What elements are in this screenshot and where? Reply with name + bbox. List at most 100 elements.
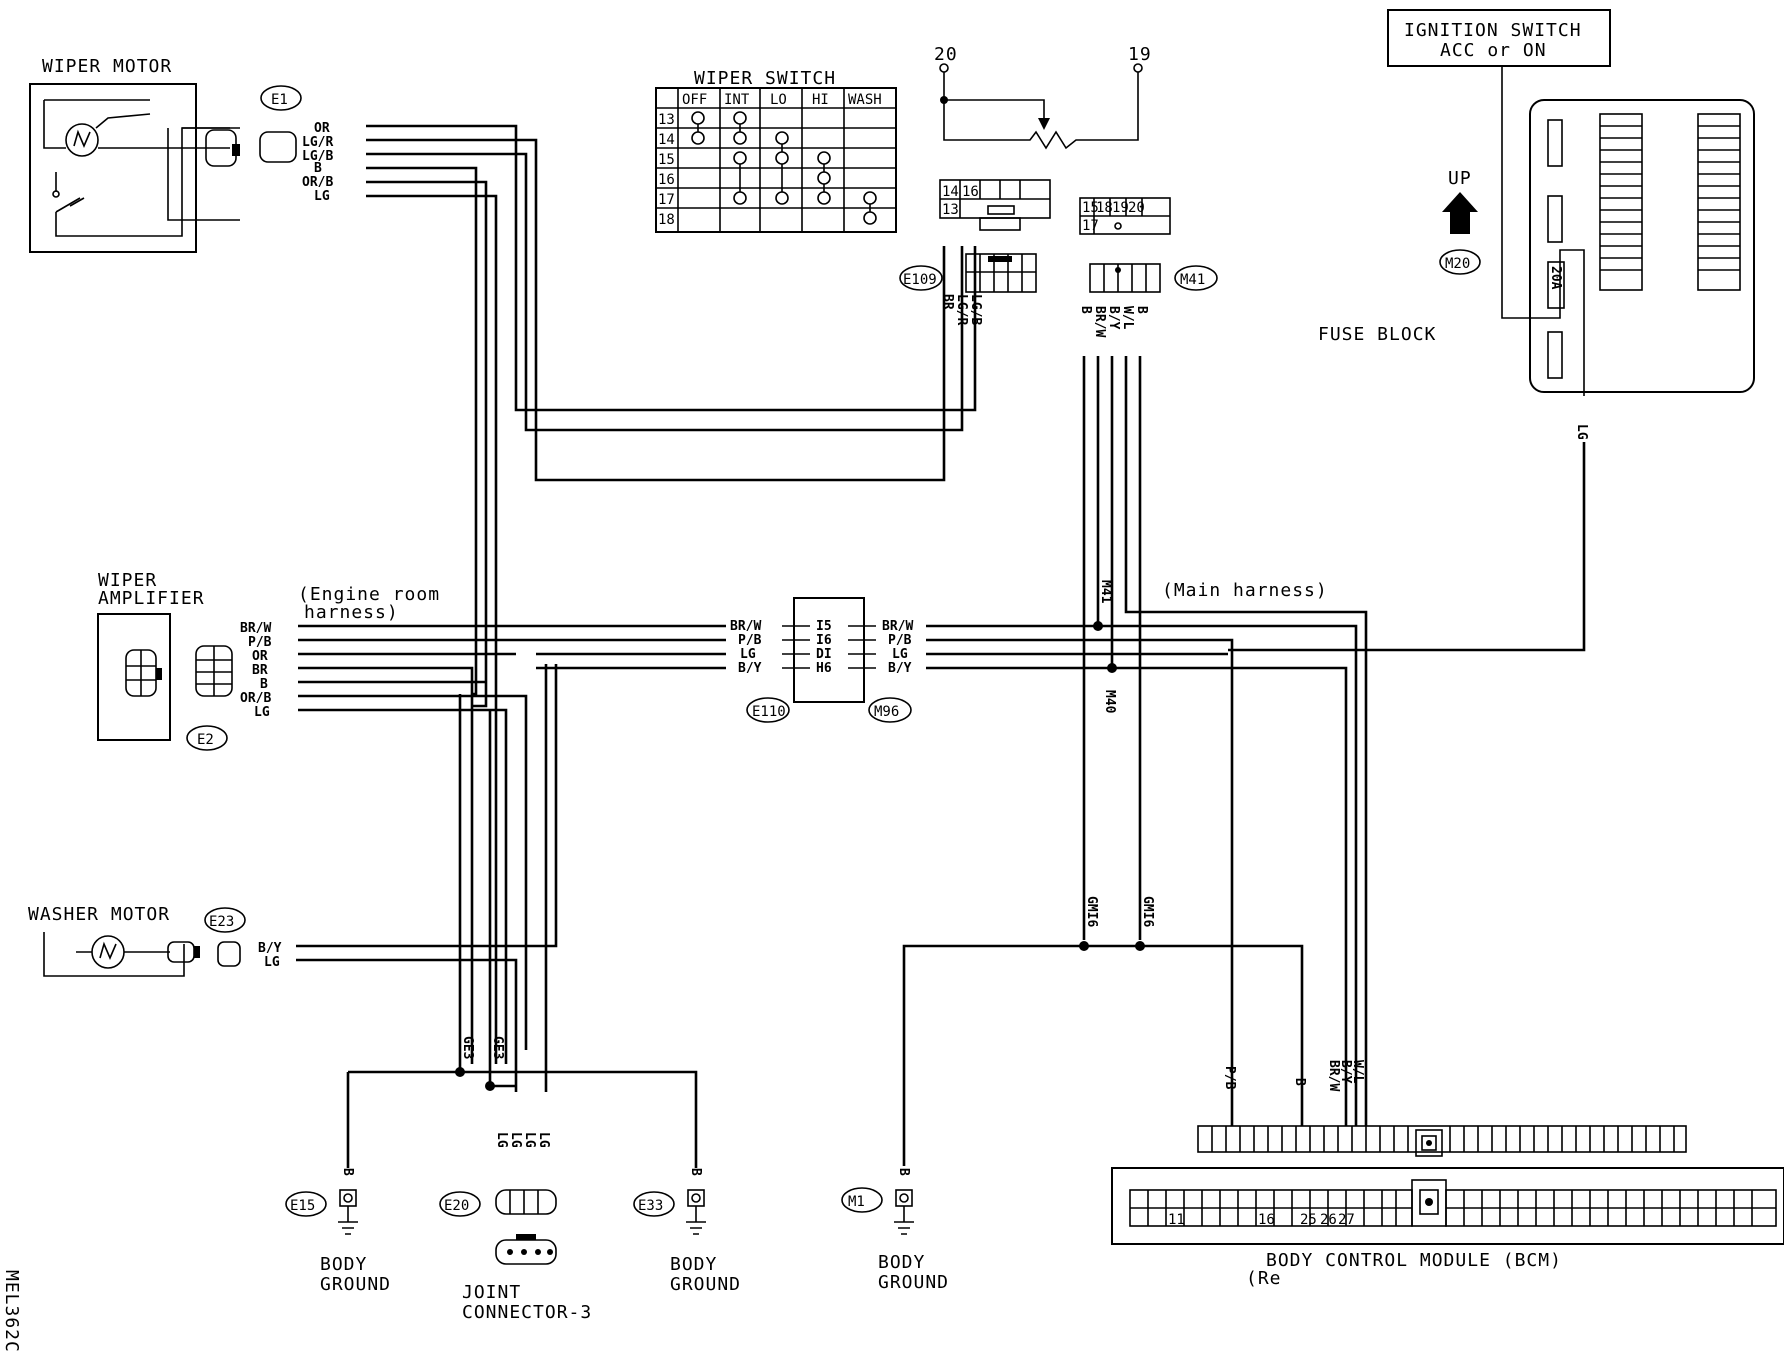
e1-connector: E1 OR LG/R LG/B B OR/B LG: [259, 85, 333, 204]
e110-pin-di: DI: [816, 647, 832, 662]
e2-wire-br: BR: [252, 663, 268, 678]
washer-motor-label: WASHER MOTOR: [28, 904, 170, 925]
m96-wire-lg: LG: [892, 647, 908, 662]
e109-wire-br: BR: [940, 294, 955, 310]
splice-ge3a: GE3: [460, 1036, 475, 1059]
e2-wire-orb: OR/B: [240, 691, 271, 706]
bcm-pin-16: 16: [1258, 1212, 1275, 1228]
wiper-switch-label: WIPER SWITCH: [694, 68, 836, 89]
joint-wire-2: LG: [508, 1132, 523, 1148]
wiper-motor: WIPER MOTOR: [29, 56, 240, 253]
engine-room-label-1: (Engine room: [298, 584, 440, 605]
bcm-pin-25: 25: [1300, 1212, 1317, 1228]
joint-label-2: CONNECTOR-3: [462, 1302, 592, 1323]
fuse-block: 20A FUSE BLOCK: [1318, 99, 1755, 393]
wiper-switch: WIPER SWITCH OFF INT LO HI WASH 13 14 15…: [655, 68, 897, 233]
e33-ground-2: GROUND: [670, 1274, 741, 1295]
e23-wire-by: B/Y: [258, 941, 282, 956]
joint-connector: LG LG LG LG E20 JOINT CONNECTOR-3: [439, 1132, 592, 1323]
up-indicator: UP M20: [1439, 168, 1481, 275]
e110-wire-brw: BR/W: [730, 619, 761, 634]
splice-gm16b: GMI6: [1140, 896, 1155, 927]
m41-wire-b2: B: [1134, 306, 1149, 314]
e110-wire-lg: LG: [740, 647, 756, 662]
body-ground-m1: B M1 BODY GROUND: [841, 1168, 949, 1293]
sw-col-lo: LO: [770, 92, 787, 108]
m41-wire-brw: BR/W: [1092, 306, 1107, 337]
e15-wire-b: B: [340, 1168, 355, 1176]
e110-wire-pb: P/B: [738, 633, 762, 648]
fuse-block-label: FUSE BLOCK: [1318, 324, 1436, 345]
body-ground-e33: B E33 BODY GROUND: [633, 1168, 741, 1295]
up-label: UP: [1448, 168, 1472, 189]
bcm-pin-26: 26: [1320, 1212, 1337, 1228]
sw-row-16: 16: [658, 172, 675, 188]
e15-ground-2: GROUND: [320, 1274, 391, 1295]
splice-ge3b: GE3: [490, 1036, 505, 1059]
e2-wire-b: B: [260, 677, 268, 692]
bcm-pin-11: 11: [1168, 1212, 1185, 1228]
m96-wire-brw: BR/W: [882, 619, 913, 634]
m1-ground-1: BODY: [878, 1252, 925, 1273]
e1-wire-lgb: LG/B: [302, 149, 333, 164]
sw-col-off: OFF: [682, 92, 707, 108]
m41-face-19: 19: [1112, 200, 1129, 216]
ground-network: GE3 GE3: [346, 694, 698, 1168]
bcm-wire-pb: P/B: [1222, 1066, 1237, 1090]
e1-wire-lgr: LG/R: [302, 135, 333, 150]
e2-wire-or: OR: [252, 649, 268, 664]
m41-face-15: 15: [1082, 200, 1099, 216]
e2-wire-lg: LG: [254, 705, 270, 720]
e2-id: E2: [197, 732, 214, 748]
e1-wire-orb: OR/B: [302, 175, 333, 190]
m41-wire-b1: B: [1078, 306, 1093, 314]
joint-wire-1: LG: [494, 1132, 509, 1148]
sw-row-14: 14: [658, 132, 675, 148]
m1-ground-2: GROUND: [878, 1272, 949, 1293]
body-ground-e15: B E15 BODY GROUND: [285, 1168, 391, 1295]
e109-id: E109: [903, 272, 937, 288]
e23-id: E23: [209, 914, 234, 930]
bcm-wire-b: B: [1292, 1078, 1307, 1086]
e23-wire-lg: LG: [264, 955, 280, 970]
sw-row-13: 13: [658, 112, 675, 128]
m41-face-20: 20: [1128, 200, 1145, 216]
sw-row-15: 15: [658, 152, 675, 168]
joint-wire-3: LG: [522, 1132, 537, 1148]
wiper-amp-label-2: AMPLIFIER: [98, 588, 205, 609]
wiper-amp-label-1: WIPER: [98, 570, 157, 591]
ignition-label-1: IGNITION SWITCH: [1404, 20, 1582, 41]
m96-id: M96: [874, 704, 899, 720]
e110-id: E110: [752, 704, 786, 720]
e109-face-16: 16: [962, 184, 979, 200]
m41-wire-wl: W/L: [1120, 306, 1135, 330]
terminal-19: 19: [1128, 44, 1152, 65]
bcm-pin-27: 27: [1338, 1212, 1355, 1228]
m96-wire-pb: P/B: [888, 633, 912, 648]
intermittent-resistor: 20 19: [934, 44, 1152, 150]
e109-connector: 14 16 13 E109 BR LG/R LG/B: [899, 179, 1051, 325]
e33-id: E33: [638, 1198, 663, 1214]
m1-id: M1: [848, 1194, 865, 1210]
e109-face-14: 14: [942, 184, 959, 200]
ignition-switch: IGNITION SWITCH ACC or ON: [1387, 9, 1611, 396]
engine-room-label-2: harness): [304, 602, 399, 623]
bcm-wire-wl: W/L: [1350, 1060, 1365, 1084]
wiper-motor-label: WIPER MOTOR: [42, 56, 172, 77]
terminal-20: 20: [934, 44, 958, 65]
m41-face-17: 17: [1082, 218, 1099, 234]
e1-id: E1: [271, 92, 288, 108]
figure-code: MEL362C: [1, 1270, 22, 1353]
m41-connector: 15 18 19 20 17 M41 B BR/W B/Y W/L B: [1078, 197, 1218, 337]
e1-wire-lg: LG: [314, 189, 330, 204]
m41-id: M41: [1180, 272, 1205, 288]
joint-label-1: JOINT: [462, 1282, 521, 1303]
e110-pin-i5: I5: [816, 619, 832, 634]
sw-row-17: 17: [658, 192, 675, 208]
e33-wire-b: B: [688, 1168, 703, 1176]
e20-id: E20: [444, 1198, 469, 1214]
e33-ground-1: BODY: [670, 1254, 717, 1275]
e1-wire-b: B: [314, 161, 322, 176]
main-harness-label: (Main harness): [1162, 580, 1328, 601]
